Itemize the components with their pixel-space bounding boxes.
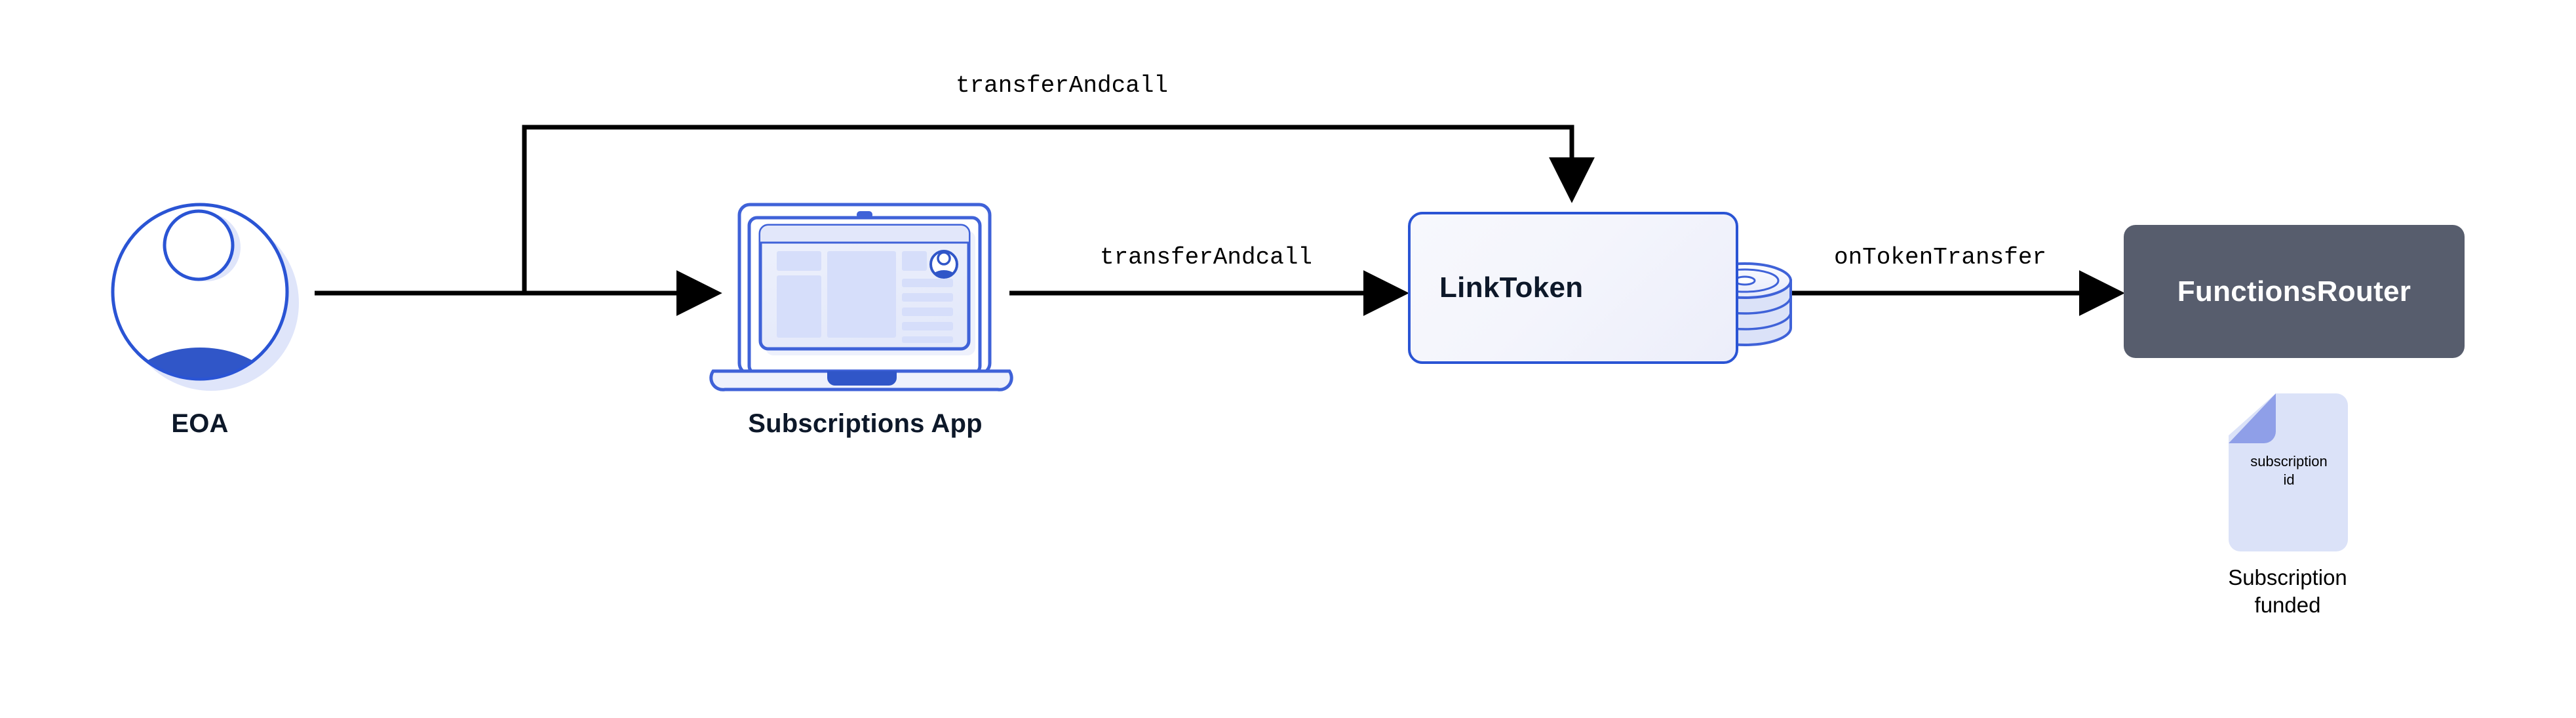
node-label-subscriptions-app: Subscriptions App bbox=[748, 409, 983, 438]
node-link-token[interactable]: LinkToken bbox=[1408, 212, 1738, 364]
node-label-functions-router: FunctionsRouter bbox=[2177, 275, 2411, 308]
edge-label-eoa-to-linktoken: transferAndcall bbox=[955, 72, 1169, 99]
document-inner-line-1: subscription bbox=[2250, 453, 2328, 469]
document-inner-line-2: id bbox=[2283, 471, 2295, 488]
user-avatar-icon bbox=[111, 203, 299, 391]
document-inner-text: subscription id bbox=[2229, 452, 2349, 489]
laptop-icon bbox=[709, 203, 1013, 391]
edge-label-app-to-linktoken: transferAndcall bbox=[1099, 244, 1313, 271]
node-label-eoa: EOA bbox=[171, 409, 229, 438]
node-label-link-token: LinkToken bbox=[1439, 271, 1584, 304]
document-caption-line-1: Subscription bbox=[2228, 565, 2347, 589]
document-caption: Subscription funded bbox=[2163, 564, 2412, 619]
document-caption-line-2: funded bbox=[2254, 593, 2321, 618]
node-functions-router[interactable]: FunctionsRouter bbox=[2124, 225, 2465, 358]
edge-label-linktoken-to-router: onTokenTransfer bbox=[1833, 244, 2047, 271]
